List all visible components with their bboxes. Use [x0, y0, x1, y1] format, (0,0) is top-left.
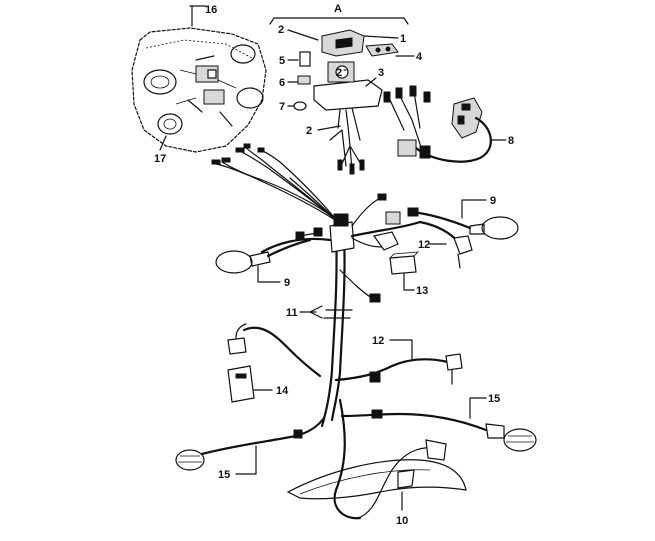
front-right-turn-signal [407, 207, 519, 240]
leader-15a [235, 445, 257, 475]
leader-17 [159, 135, 167, 151]
callout-2b: 2 [336, 67, 342, 79]
leader-11-fork [309, 305, 323, 319]
callout-12a: 12 [418, 239, 430, 251]
rear-mudguard-lamp [286, 398, 467, 520]
leader-2a [287, 29, 319, 41]
relay-module [389, 251, 420, 275]
callout-2c: 2 [306, 125, 312, 137]
callout-14: 14 [276, 385, 289, 397]
leader-13 [403, 273, 415, 291]
callout-15a: 15 [218, 469, 230, 481]
leader-2c [317, 125, 341, 131]
front-left-turn-signal [215, 238, 312, 274]
leader-1 [363, 35, 399, 39]
front-bulb-socket [418, 220, 473, 269]
callout-2a: 2 [278, 24, 284, 36]
callout-17: 17 [154, 153, 166, 165]
rear-right-turn-signal [340, 409, 537, 452]
leader-12b [389, 339, 413, 361]
rear-left-turn-signal [175, 416, 326, 471]
group-a-bracket [269, 17, 409, 25]
callout-3: 3 [378, 67, 384, 79]
callout-4: 4 [416, 51, 423, 63]
main-wiring-harness [211, 143, 422, 428]
callout-8: 8 [508, 135, 514, 147]
headlight-fairing-assembly [131, 27, 267, 153]
ignition-switch-assembly [293, 29, 399, 175]
callout-group-a: A [334, 3, 342, 15]
callout-1: 1 [400, 33, 406, 45]
callout-12b: 12 [372, 335, 384, 347]
callout-13: 13 [416, 285, 428, 297]
callout-7: 7 [279, 101, 285, 113]
leader-9a [257, 265, 281, 283]
callout-9a: 9 [284, 277, 290, 289]
handlebar-switch [383, 85, 492, 163]
callout-5: 5 [279, 55, 285, 67]
callout-16: 16 [205, 4, 217, 16]
callout-10: 10 [396, 515, 408, 527]
leader-9b [461, 199, 487, 219]
leader-15b [469, 397, 487, 419]
callout-15b: 15 [488, 393, 500, 405]
leader-3 [365, 77, 377, 87]
callout-9b: 9 [490, 195, 496, 207]
callout-11: 11 [286, 307, 298, 319]
rear-bulb-socket [334, 353, 463, 385]
callout-6: 6 [279, 77, 285, 89]
flasher-unit [227, 323, 322, 403]
